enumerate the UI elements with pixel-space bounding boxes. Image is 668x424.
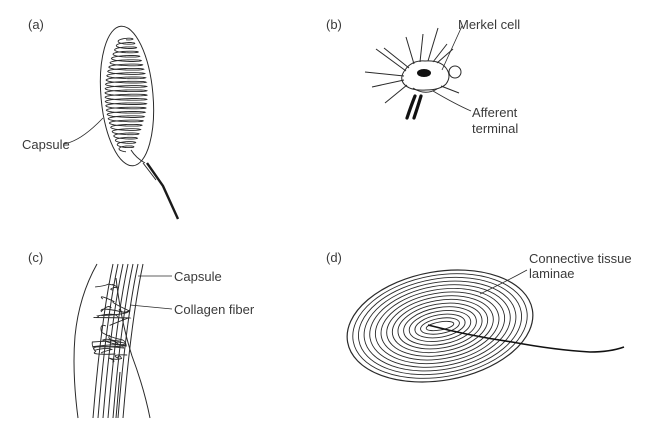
panel-c-collagen-fibers (92, 263, 144, 419)
panel-d-nerve-fiber (427, 324, 625, 353)
panel-a-capsule-outline (99, 25, 155, 167)
panel-c-capsule-outline (73, 263, 98, 419)
panel-b-merkel-cell-label: Merkel cell (458, 17, 521, 32)
panel-b-afferent-label-line1: Afferent (472, 105, 518, 120)
panel-b-tag: (b) (326, 17, 342, 32)
panel-d-laminae-leader (479, 269, 528, 295)
panel-d-tag: (d) (326, 250, 342, 265)
panel-b-drawing (364, 25, 472, 120)
panel-c-capsule-outline-right (115, 277, 151, 419)
panel-b-afferent-fiber-right (412, 94, 423, 120)
panel-c-drawing (73, 263, 173, 419)
panel-c-collagen-leader (129, 304, 173, 310)
panel-a-axon-outline (142, 162, 157, 181)
panel-a-drawing (62, 25, 180, 220)
panel-b-terminal-leader (432, 90, 472, 112)
panel-a-axon (146, 162, 180, 220)
panel-a-capsule-leader (62, 117, 104, 145)
panel-c-capsule-label: Capsule (174, 269, 222, 284)
panel-b-cell-processes (364, 27, 460, 104)
panel-b-merkel-cell-leader (441, 25, 463, 71)
panel-b-afferent-label-line2: terminal (472, 121, 519, 136)
panel-c-branching-terminal (91, 283, 132, 419)
panel-c-collagen-label: Collagen fiber (174, 302, 255, 317)
panel-d-lamellae (346, 269, 534, 383)
panel-a-tag: (a) (28, 17, 44, 32)
panel-d-laminae-label-line2: laminae (529, 266, 575, 281)
panel-b-afferent-fiber-left (405, 94, 417, 120)
panel-d-laminae-label-line1: Connective tissue (529, 251, 632, 266)
panel-d-drawing (346, 269, 625, 383)
panel-b-nub (448, 65, 462, 79)
panel-c-tag: (c) (28, 250, 44, 265)
panel-b-merkel-cell-body (401, 60, 450, 91)
panel-a-capsule-label: Capsule (22, 137, 70, 152)
panel-a-coiled-terminal (104, 37, 149, 164)
panel-b-nucleus (417, 69, 431, 77)
panel-b-terminal-disk (412, 87, 438, 93)
